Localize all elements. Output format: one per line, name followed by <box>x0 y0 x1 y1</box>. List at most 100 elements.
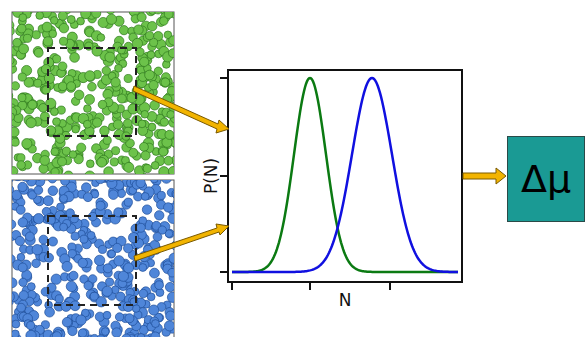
particle <box>96 335 105 337</box>
particle <box>98 245 106 253</box>
particle <box>70 53 80 63</box>
particle <box>111 286 119 294</box>
particle <box>35 180 43 181</box>
particle <box>61 180 70 185</box>
particle <box>39 235 48 244</box>
particle <box>139 289 148 298</box>
particle <box>137 334 145 337</box>
particle <box>166 311 174 321</box>
particle <box>117 189 125 197</box>
result-box: Δμ <box>507 136 585 222</box>
particle <box>164 156 173 165</box>
particle <box>136 48 144 56</box>
particle <box>92 118 101 127</box>
axis-label: N <box>339 290 352 310</box>
particle <box>124 74 132 82</box>
particle <box>168 167 174 174</box>
result-symbol: Δμ <box>521 157 571 201</box>
particle <box>165 229 174 238</box>
particle <box>12 12 13 14</box>
particle <box>41 64 50 73</box>
axis-ticks <box>220 78 390 290</box>
particle <box>165 282 174 291</box>
particle <box>92 12 101 18</box>
particle <box>21 180 31 181</box>
particle <box>141 110 149 118</box>
particle <box>81 12 91 19</box>
particle <box>12 330 19 337</box>
particle <box>60 223 68 231</box>
particle <box>62 261 72 271</box>
particle <box>83 120 91 128</box>
particle <box>143 165 151 173</box>
particle <box>96 201 105 210</box>
particle <box>168 268 174 277</box>
particle <box>58 12 67 20</box>
particle <box>68 326 77 335</box>
distribution-curve <box>232 78 458 272</box>
particle <box>141 151 150 160</box>
particle <box>98 100 107 109</box>
particle <box>141 193 149 201</box>
particle <box>128 232 138 242</box>
particle <box>148 22 157 31</box>
particle <box>153 12 162 14</box>
blue-simulation-box <box>12 180 174 337</box>
particle <box>84 281 93 290</box>
particle <box>53 118 61 126</box>
particle <box>155 281 164 290</box>
particle <box>124 162 134 172</box>
particle <box>48 186 57 195</box>
particle <box>168 214 174 224</box>
particle <box>43 37 52 46</box>
particle <box>43 196 53 206</box>
particle <box>12 113 15 121</box>
particle <box>50 17 58 25</box>
particle <box>125 314 134 323</box>
particle <box>50 108 58 116</box>
particle <box>161 78 170 87</box>
particle <box>101 328 109 336</box>
particle <box>164 321 174 331</box>
particle <box>134 25 143 34</box>
arrow <box>133 86 229 133</box>
particle <box>146 31 154 39</box>
distribution-curve <box>232 78 458 272</box>
particle <box>85 95 95 105</box>
particle <box>19 278 27 286</box>
particle <box>18 182 27 191</box>
particle <box>162 180 172 183</box>
particle <box>103 264 112 273</box>
particle <box>12 138 19 146</box>
particle <box>52 332 61 337</box>
particle <box>104 167 114 174</box>
particle <box>109 190 119 200</box>
particle <box>57 157 66 166</box>
particle <box>12 27 14 35</box>
particle <box>129 148 138 157</box>
particle <box>59 37 67 45</box>
particle <box>12 82 20 90</box>
particle <box>26 330 36 337</box>
particle <box>152 320 160 328</box>
particle <box>12 220 16 229</box>
particle <box>77 143 86 152</box>
particle <box>58 62 67 71</box>
particle <box>12 127 19 137</box>
particle <box>167 86 174 95</box>
particle <box>90 334 99 337</box>
particle <box>147 51 155 59</box>
particle <box>28 100 37 109</box>
particle <box>88 82 97 91</box>
particle <box>36 12 44 19</box>
particle <box>113 243 122 252</box>
particle <box>19 44 29 54</box>
particle <box>34 214 44 224</box>
particle <box>106 278 114 286</box>
particle <box>147 293 155 301</box>
particle <box>51 274 61 284</box>
flow-arrows <box>133 86 506 261</box>
particle <box>16 205 25 214</box>
